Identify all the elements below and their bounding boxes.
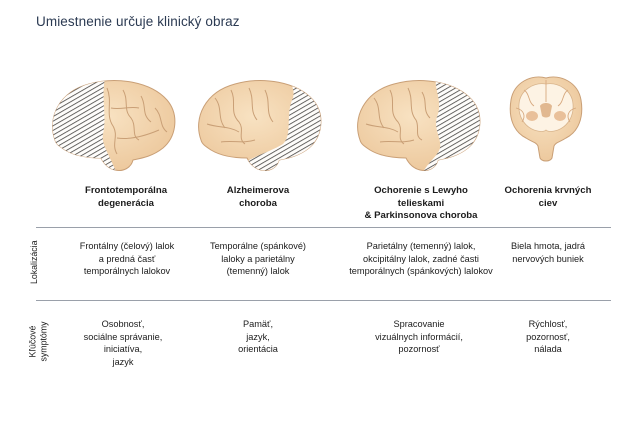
- divider-top: [36, 227, 611, 228]
- brain-frontotemporal-illustration: [52, 80, 176, 171]
- brain-alzheimer-illustration: [198, 80, 322, 171]
- symptoms-frontotemporal: Osobnosť,sociálne správanie,iniciatíva,j…: [83, 319, 163, 367]
- symptoms-alzheimer: Pamäť,jazyk,orientácia: [238, 319, 278, 354]
- localization-alzheimer: Temporálne (spánkové)laloky a parietálny…: [209, 241, 306, 276]
- row-label-localization: Lokalizácia: [28, 240, 39, 285]
- brain-lewy-illustration: [357, 80, 481, 171]
- figure-title: Umiestnenie určuje klinický obraz: [36, 14, 240, 29]
- divider-middle: [36, 300, 611, 301]
- localization-lewy: Parietálny (temenný) lalok,okcipitálny l…: [349, 241, 493, 276]
- symptoms-vascular: Rýchlosť,pozornosť,nálada: [526, 319, 570, 354]
- brain-coronal-section-illustration: [509, 76, 583, 162]
